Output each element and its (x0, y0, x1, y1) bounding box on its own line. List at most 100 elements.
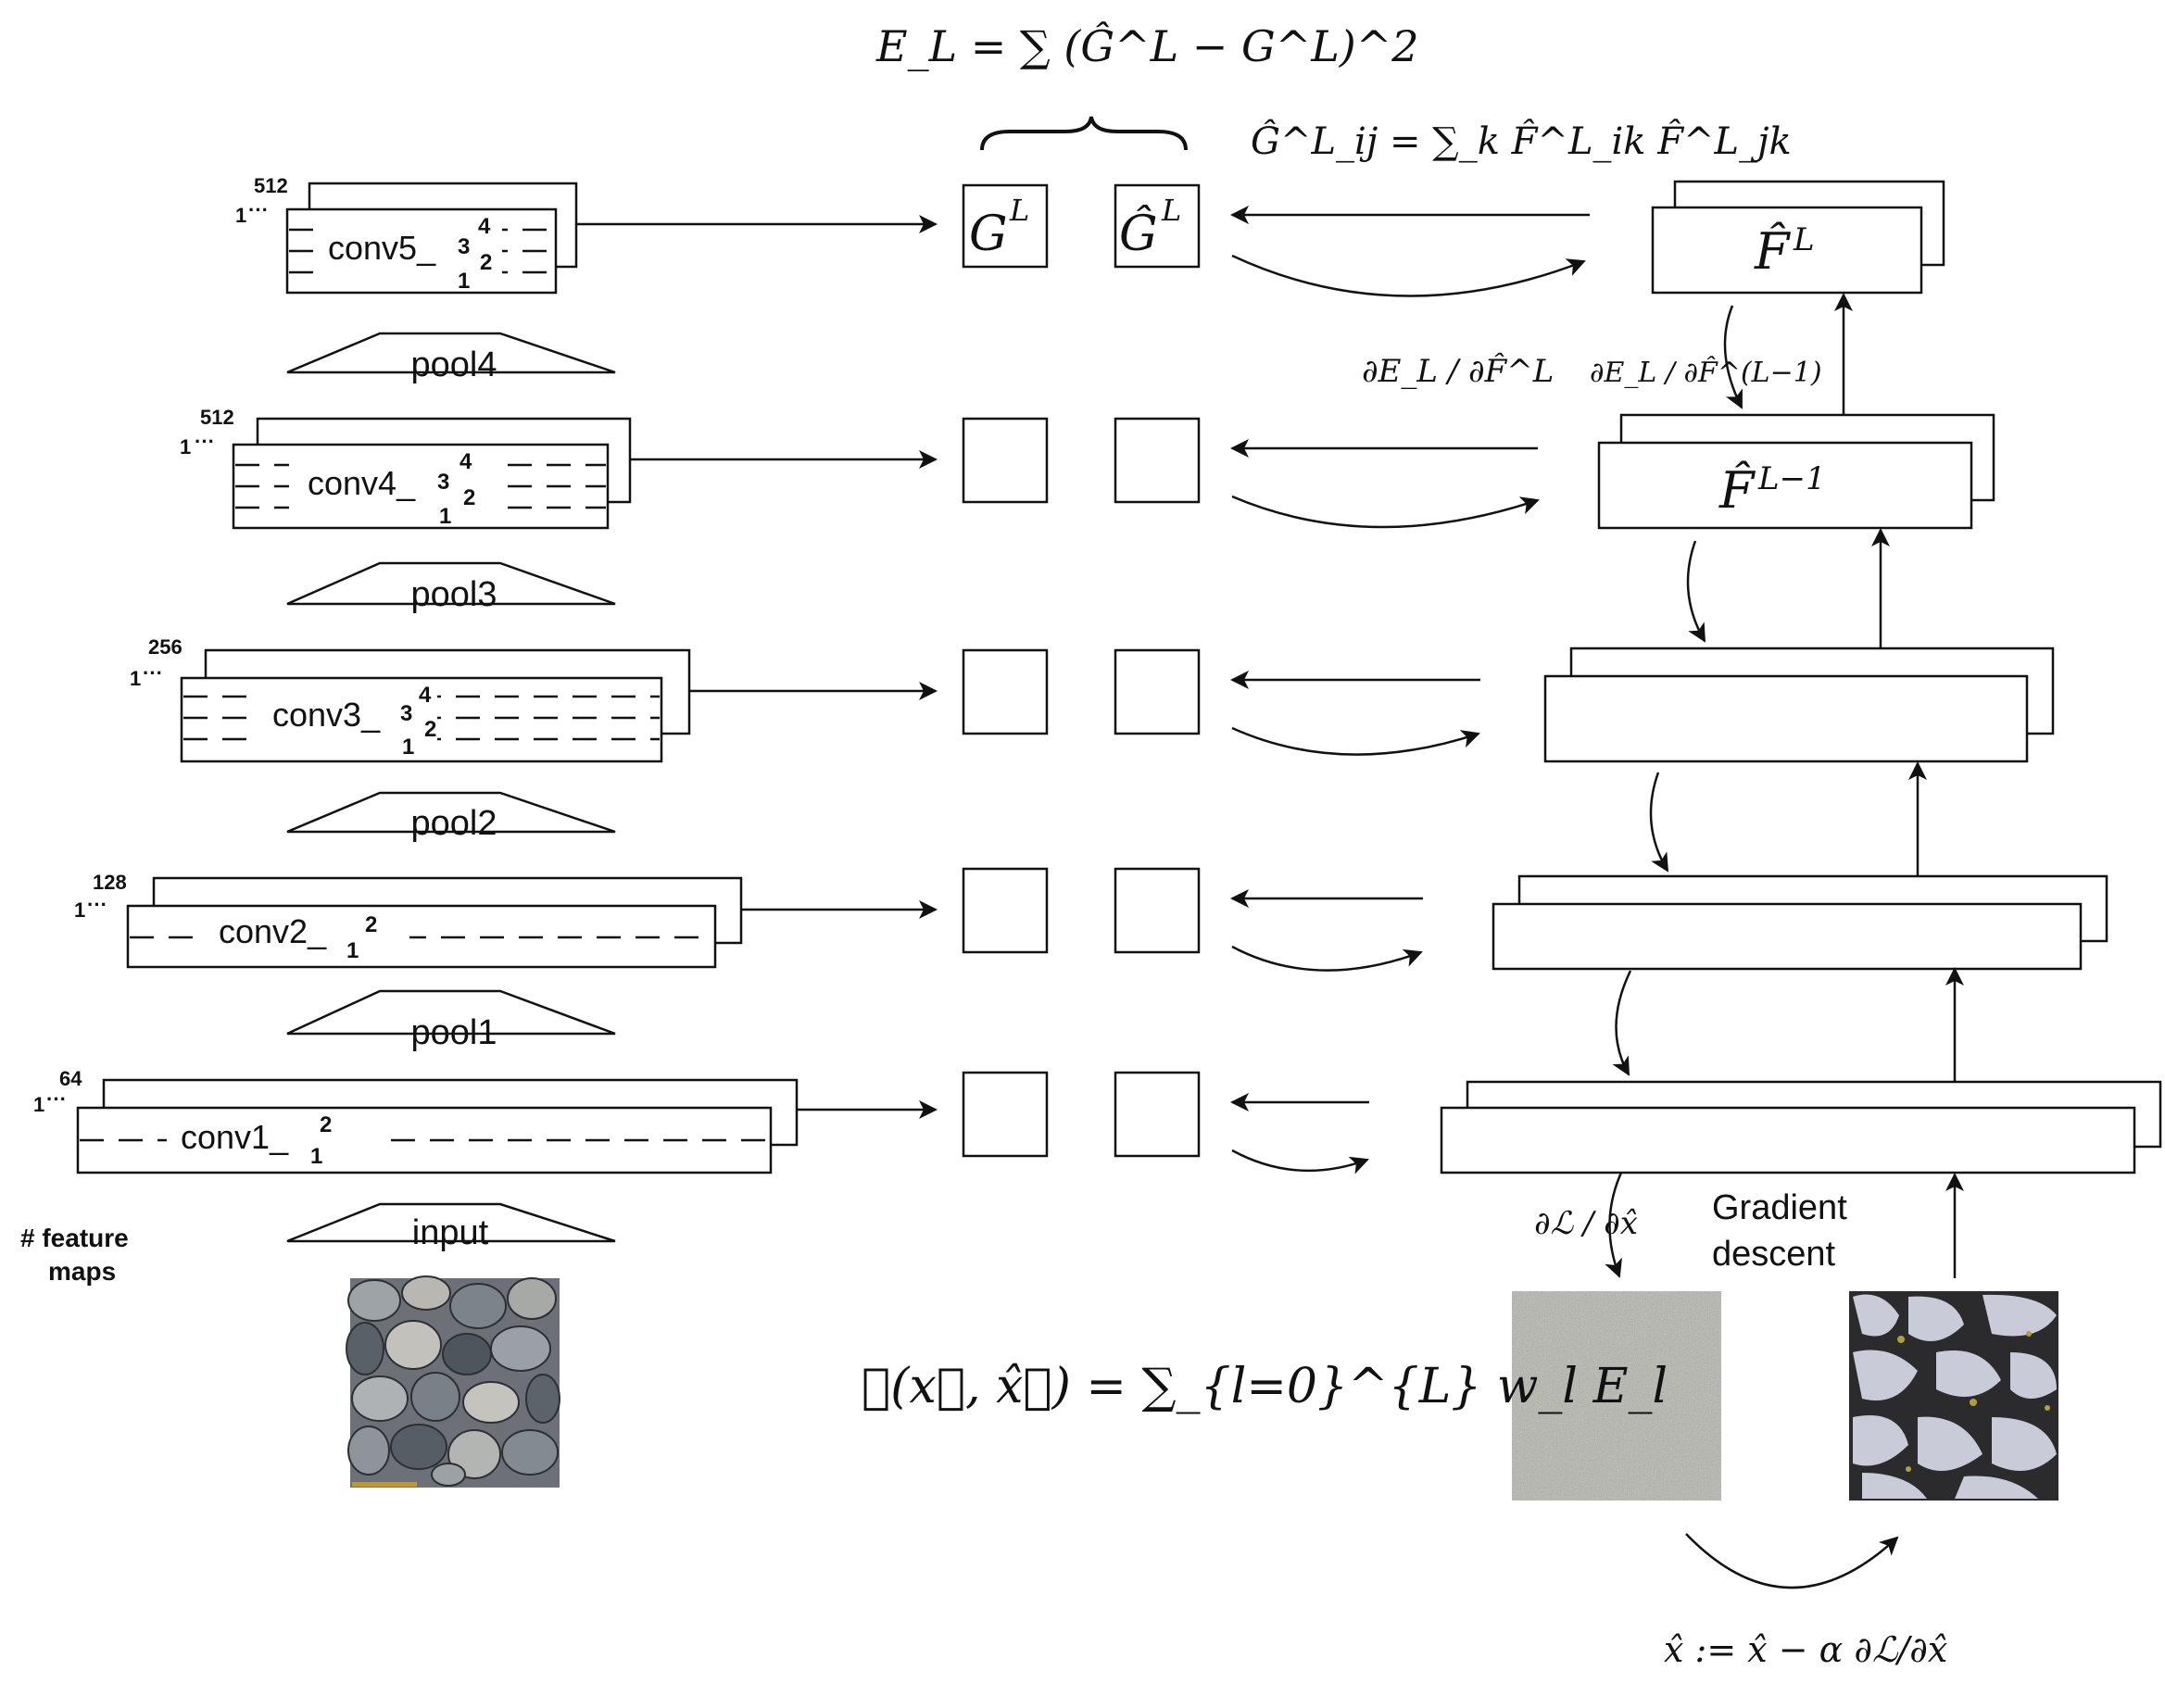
conv1-label: conv1_ (181, 1118, 289, 1156)
gram-Ghat-5 (1114, 183, 1201, 269)
input-arrow (286, 1202, 616, 1243)
gram-Ghat-label: Ĝ (1119, 205, 1158, 262)
conv3-sub2: 2 (424, 717, 436, 742)
svg-text:∂ℒ / ∂x̂: ∂ℒ / ∂x̂ (1534, 1205, 1638, 1242)
svg-text:pool1: pool1 (411, 1013, 497, 1052)
svg-text:descent: descent (1712, 1235, 1836, 1274)
gram-G-2 (962, 867, 1049, 954)
svg-text:Ĝ^L_ij = ∑_k F̂^L_ik F̂^L_jk: Ĝ^L_ij = ∑_k F̂^L_ik F̂^L_jk (1251, 119, 1792, 163)
svg-text:1: 1 (74, 898, 85, 922)
gram-G-label: G (969, 207, 1008, 262)
svg-text:···: ··· (195, 430, 215, 453)
conv5-sup: 4 (478, 214, 491, 239)
gradient-labels: ∂E_L / ∂F̂^L ∂E_L / ∂F̂^(L−1) (1362, 352, 1822, 390)
feature-maps-label: # feature (20, 1224, 129, 1252)
synthesized-texture-image (1849, 1291, 2058, 1501)
conv5-mid: 3 (458, 234, 470, 259)
synthesis-to-gram-arrows (1230, 206, 1590, 1111)
svg-text:L: L (1009, 193, 1029, 228)
pool4-arrow (286, 332, 616, 374)
svg-text:Gradient: Gradient (1712, 1188, 1847, 1227)
pool2-arrow (286, 791, 616, 834)
conv4-sup: 4 (459, 449, 472, 474)
layer-conv1 (76, 1078, 799, 1174)
gram-G-3 (962, 648, 1049, 735)
gram-G-5 (962, 183, 1049, 269)
layer-labels: conv1_ 1 2 conv2_ 1 2 conv3_ 3 4 2 1 con… (181, 214, 492, 1169)
conv5-sub: 1 (458, 269, 470, 294)
svg-text:64: 64 (59, 1067, 82, 1090)
gram-matrices (962, 183, 1201, 1158)
total-loss-equation: ℒ(x⃗, x̂⃗) = ∑_{l=0}^{L} w_l E_l (862, 1359, 1668, 1414)
layer-to-gram-arrows (576, 215, 938, 1119)
conv5-sub2: 2 (480, 250, 492, 275)
conv3-sup: 4 (419, 683, 432, 708)
svg-text:128: 128 (93, 871, 127, 894)
synthesis-layers (1440, 180, 2162, 1174)
svg-text:L−1: L−1 (1757, 460, 1826, 497)
gram-G-1 (962, 1071, 1049, 1158)
synthesis-up-arrows (1834, 293, 1964, 1278)
cnn-layers (76, 182, 799, 1174)
conv4-label: conv4_ (308, 464, 416, 502)
svg-text:512: 512 (254, 174, 288, 197)
conv3-sub: 1 (402, 735, 414, 760)
svg-text:···: ··· (87, 893, 107, 916)
svg-text:pool4: pool4 (411, 345, 497, 384)
synth-layer-1 (1440, 1106, 2136, 1174)
dL-dx-label: ∂ℒ / ∂x̂ (1534, 1205, 1638, 1242)
pool-arrows (286, 332, 616, 1243)
input-texture-image (346, 1275, 560, 1488)
svg-text:input: input (412, 1213, 489, 1252)
gram-Ghat-2 (1114, 867, 1201, 954)
feature-map-counts: 1 ··· 64 1 ··· 128 1 ··· 256 1 ··· 512 1… (20, 174, 288, 1286)
svg-text:pool3: pool3 (411, 575, 497, 614)
noise-image (1512, 1291, 1721, 1501)
svg-text:···: ··· (143, 661, 163, 684)
dE-dF-label: ∂E_L / ∂F̂^L (1362, 352, 1554, 390)
svg-text:···: ··· (248, 198, 269, 221)
layer-conv4 (232, 417, 632, 530)
conv4-sub: 1 (439, 504, 451, 529)
svg-text:maps: maps (48, 1257, 116, 1286)
conv1-sup: 2 (320, 1112, 332, 1137)
svg-text:E_L = ∑ (Ĝ^L − G^L)^2: E_L = ∑ (Ĝ^L − G^L)^2 (875, 20, 1419, 71)
layer-conv2 (126, 876, 743, 969)
conv1-sub: 1 (310, 1144, 322, 1169)
svg-text:1: 1 (130, 667, 141, 690)
layer-conv3 (180, 648, 691, 763)
svg-text:ℒ(x⃗, x̂⃗) = ∑_{l=0}^{L} w_l E: ℒ(x⃗, x̂⃗) = ∑_{l=0}^{L} w_l E_l (862, 1359, 1668, 1414)
pool-labels: input pool1 pool2 pool3 pool4 (411, 345, 497, 1252)
synthesis-labels: F̂ L F̂ L−1 (1718, 221, 1826, 520)
gram-Ghat-4 (1114, 417, 1201, 504)
synth-layer-3 (1543, 674, 2029, 763)
gram-Ghat-1 (1114, 1071, 1201, 1158)
gradient-back-arrows (1231, 254, 1586, 1174)
conv4-mid: 3 (437, 470, 449, 495)
synth-layer-L (1651, 206, 1923, 295)
conv3-label: conv3_ (272, 696, 381, 734)
gradient-descent-label: Gradient descent (1712, 1188, 1847, 1274)
gram-labels: G L Ĝ L (969, 193, 1181, 262)
svg-text:pool2: pool2 (411, 804, 497, 843)
gram-G-4 (962, 417, 1049, 504)
style-loss-equation: E_L = ∑ (Ĝ^L − G^L)^2 (875, 20, 1419, 71)
brace (980, 116, 1188, 151)
conv2-label: conv2_ (219, 912, 327, 950)
svg-text:256: 256 (148, 635, 183, 659)
update-rule-equation: x̂ := x̂ − α ∂ℒ/∂x̂ (1664, 1629, 1947, 1670)
layer-conv5 (285, 182, 578, 295)
conv5-label: conv5_ (328, 229, 436, 267)
gram-Ghat-3 (1114, 648, 1201, 735)
svg-text:1: 1 (33, 1093, 44, 1116)
synth-layer-L-1 (1597, 441, 1973, 530)
svg-text:···: ··· (46, 1087, 67, 1111)
conv2-sup: 2 (365, 912, 377, 937)
synth-layer-2 (1492, 902, 2083, 971)
F-hat-L-1-label: F̂ (1718, 460, 1756, 520)
synthesis-down-arrows (1605, 305, 1743, 1278)
conv2-sub: 1 (346, 938, 359, 963)
gram-definition-equation: Ĝ^L_ij = ∑_k F̂^L_ik F̂^L_jk (1251, 119, 1792, 163)
dE-dF-prev-label: ∂E_L / ∂F̂^(L−1) (1590, 357, 1822, 389)
